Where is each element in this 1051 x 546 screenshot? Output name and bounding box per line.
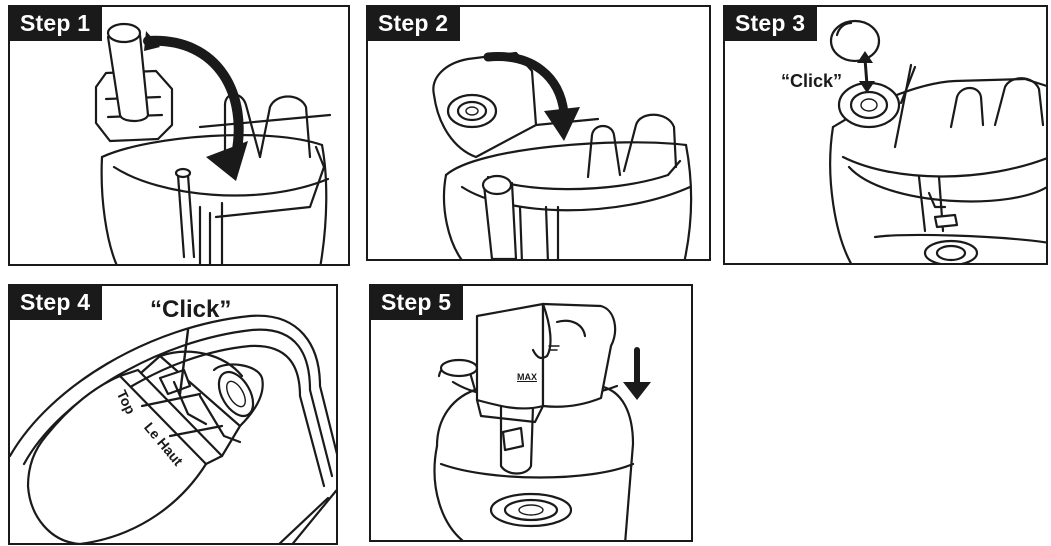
step-4-illustration: [10, 314, 336, 543]
tank-max-mark: MAX: [517, 372, 537, 382]
step-2-illustration: [432, 51, 693, 259]
step-1-illustration: [94, 22, 332, 264]
step-5-illustration: [433, 302, 651, 540]
step-2-panel: Step 2: [366, 5, 711, 261]
step-1-label: Step 1: [10, 7, 103, 41]
step-5-panel: Step 5 MAX: [369, 284, 693, 542]
step-1-panel: Step 1: [8, 5, 350, 266]
step-3-click-callout: “Click”: [781, 71, 843, 91]
step-3-panel: Step 3 “Click”: [723, 5, 1048, 265]
step-5-label: Step 5: [371, 286, 464, 320]
step-3-label: Step 3: [725, 7, 818, 41]
step-2-label: Step 2: [368, 7, 461, 41]
step-4-panel: Step 4 “Click” Top Le Haut: [8, 284, 338, 545]
step-4-click-callout: “Click”: [150, 296, 232, 323]
step-4-label: Step 4: [10, 286, 103, 320]
step-3-illustration: [829, 19, 1046, 263]
